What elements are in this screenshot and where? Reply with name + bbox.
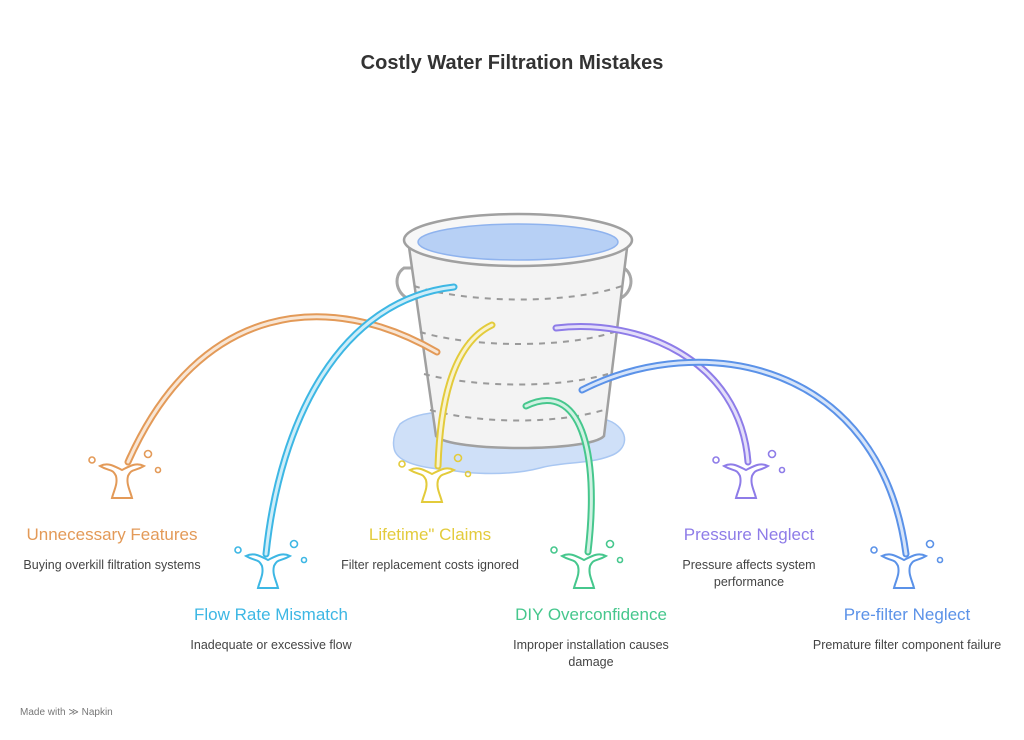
splash-droplet bbox=[234, 546, 242, 554]
item-label: Unnecessary Features bbox=[26, 525, 198, 544]
splash-cup bbox=[407, 467, 457, 503]
stream-highlight bbox=[554, 325, 750, 464]
splash-droplet bbox=[712, 456, 720, 464]
stream-highlight bbox=[126, 315, 439, 464]
napkin-logo-icon: ≫ bbox=[68, 707, 79, 718]
diagram-title: Costly Water Filtration Mistakes bbox=[360, 52, 664, 74]
splash-droplet bbox=[289, 539, 299, 549]
item-flow-rate-mismatch: Flow Rate Mismatch Inadequate or excessi… bbox=[171, 604, 371, 654]
splash-cup bbox=[721, 463, 771, 499]
splash-droplet bbox=[778, 466, 786, 474]
item-desc: Improper installation causes damage bbox=[513, 638, 669, 669]
splash-droplet bbox=[605, 539, 615, 549]
splash-cup bbox=[879, 553, 929, 589]
stream-highlight bbox=[524, 399, 593, 554]
splash-icon bbox=[870, 539, 944, 589]
splash-icon bbox=[88, 449, 162, 499]
item-diy-overconfidence: DIY Overconfidence Improper installation… bbox=[491, 604, 691, 671]
splash-icon bbox=[234, 539, 308, 589]
splash-cup bbox=[243, 553, 293, 589]
stream-highlight bbox=[580, 360, 908, 556]
item-lifetime-claims: Lifetime" Claims Filter replacement cost… bbox=[330, 524, 530, 574]
splash-droplet bbox=[88, 456, 96, 464]
splash-droplet bbox=[143, 449, 153, 459]
splash-icon bbox=[550, 539, 624, 589]
splash-droplet bbox=[936, 556, 944, 564]
splash-droplet bbox=[154, 466, 162, 474]
splash-icon bbox=[712, 449, 786, 499]
item-unnecessary-features: Unnecessary Features Buying overkill fil… bbox=[12, 524, 212, 574]
item-label: Flow Rate Mismatch bbox=[194, 605, 348, 624]
item-desc: Buying overkill filtration systems bbox=[23, 558, 201, 572]
footer-brand: Napkin bbox=[81, 707, 113, 718]
item-label: Pressure Neglect bbox=[683, 525, 815, 544]
footer: Made with ≫ Napkin bbox=[20, 707, 113, 718]
stream-unnecessary-features bbox=[124, 313, 441, 466]
splash-droplet bbox=[616, 556, 624, 564]
item-desc: Inadequate or excessive flow bbox=[190, 638, 352, 652]
splash-cup bbox=[97, 463, 147, 499]
splash-droplet bbox=[464, 470, 472, 478]
stream-highlight bbox=[264, 285, 456, 556]
footer-prefix: Made with bbox=[20, 707, 66, 718]
splash-droplet bbox=[398, 460, 406, 468]
splash-cup bbox=[559, 553, 609, 589]
splash-droplet bbox=[453, 453, 463, 463]
item-desc: Pressure affects system performance bbox=[682, 558, 816, 589]
bucket-rings bbox=[413, 285, 623, 422]
item-desc: Filter replacement costs ignored bbox=[341, 558, 519, 572]
splash-droplet bbox=[925, 539, 935, 549]
item-label: Pre-filter Neglect bbox=[843, 605, 971, 624]
item-label: Lifetime" Claims bbox=[368, 525, 492, 544]
splash-droplet bbox=[550, 546, 558, 554]
splash-droplet bbox=[767, 449, 777, 459]
splash-droplet bbox=[870, 546, 878, 554]
item-label: DIY Overconfidence bbox=[515, 605, 667, 624]
splash-droplet bbox=[300, 556, 308, 564]
splash-icon bbox=[398, 453, 472, 503]
item-pre-filter-neglect: Pre-filter Neglect Premature filter comp… bbox=[807, 604, 1007, 654]
stream-highlight bbox=[436, 323, 494, 468]
item-pressure-neglect: Pressure Neglect Pressure affects system… bbox=[649, 524, 849, 591]
water-surface bbox=[417, 223, 619, 261]
item-desc: Premature filter component failure bbox=[812, 638, 1002, 652]
